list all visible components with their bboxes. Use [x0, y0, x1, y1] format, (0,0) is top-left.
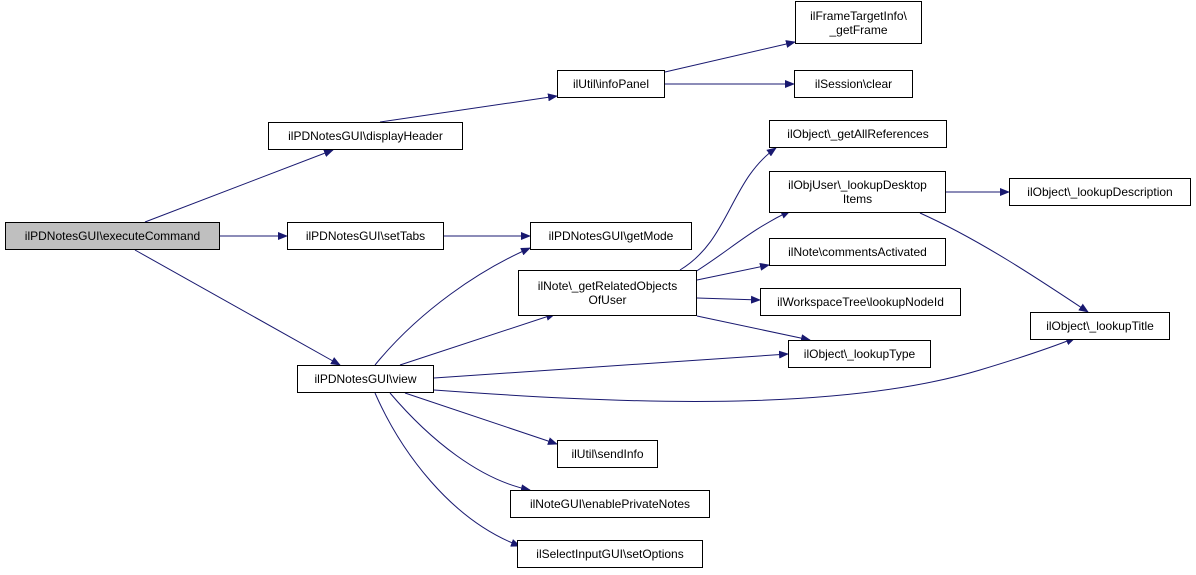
edge-view-to-lookuptype	[433, 350, 789, 379]
edge-getrelatedobjects-to-lookuptype	[696, 315, 811, 343]
edge-getrelatedobjects-to-commentsactivated	[696, 262, 770, 281]
edge-view-to-setoptions	[374, 392, 521, 547]
node-enableprivatenotes[interactable]: ilNoteGUI\enablePrivateNotes	[510, 490, 710, 518]
node-displayheader[interactable]: ilPDNotesGUI\displayHeader	[268, 122, 463, 150]
node-view[interactable]: ilPDNotesGUI\view	[297, 365, 434, 393]
node-infopanel[interactable]: ilUtil\infoPanel	[557, 70, 665, 98]
edge-view-to-enableprivatenotes	[389, 392, 531, 493]
edge-executecommand-to-displayheader	[144, 149, 334, 223]
node-getallreferences[interactable]: ilObject\_getAllReferences	[769, 120, 947, 148]
edge-getrelatedobjects-to-lookupnodeid	[696, 295, 761, 304]
node-lookupdesktopitems[interactable]: ilObjUser\_lookupDesktop Items	[769, 171, 946, 213]
edge-view-to-sendinfo	[404, 392, 558, 445]
edge-displayheader-to-infopanel	[379, 93, 558, 123]
node-getrelatedobjectsofuser[interactable]: ilNote\_getRelatedObjects OfUser	[518, 270, 697, 316]
edge-view-to-getmode	[374, 247, 531, 366]
node-sendinfo[interactable]: ilUtil\sendInfo	[557, 440, 658, 468]
edge-view-to-lookuptitle	[433, 337, 1076, 402]
edge-view-to-getrelatedobjects	[399, 313, 556, 366]
node-getmode[interactable]: ilPDNotesGUI\getMode	[530, 222, 692, 250]
edge-getrelatedobjects-to-getallreferences	[679, 147, 777, 271]
node-lookuptype[interactable]: ilObject\_lookupType	[788, 340, 931, 368]
node-lookupnodeid[interactable]: ilWorkspaceTree\lookupNodeId	[760, 288, 961, 316]
node-getframe[interactable]: ilFrameTargetInfo\ _getFrame	[795, 1, 922, 44]
edge-infopanel-to-getframe	[664, 40, 796, 73]
node-setoptions[interactable]: ilSelectInputGUI\setOptions	[517, 540, 703, 568]
node-executecommand: ilPDNotesGUI\executeCommand	[5, 222, 220, 250]
node-session-clear[interactable]: ilSession\clear	[794, 70, 913, 98]
edge-getrelatedobjects-to-lookupdesktopitems	[694, 210, 791, 273]
node-lookuptitle[interactable]: ilObject\_lookupTitle	[1030, 312, 1170, 340]
edge-lookupdesktopitems-to-lookuptitle	[919, 212, 1089, 313]
node-lookupdescription[interactable]: ilObject\_lookupDescription	[1009, 178, 1191, 206]
node-settabs[interactable]: ilPDNotesGUI\setTabs	[287, 222, 444, 250]
edge-executecommand-to-view	[134, 249, 341, 366]
node-commentsactivated[interactable]: ilNote\commentsActivated	[769, 238, 946, 266]
